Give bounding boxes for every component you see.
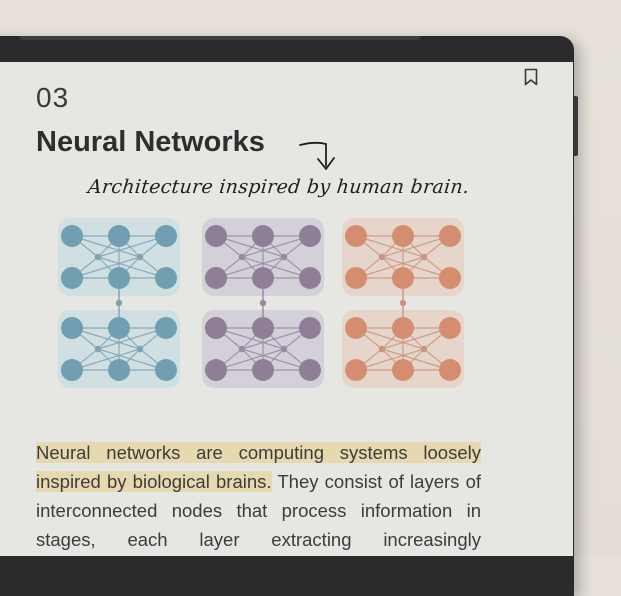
hidden-node [378, 253, 386, 261]
network-connection [381, 235, 451, 258]
hidden-node [420, 345, 428, 353]
hidden-node [94, 253, 102, 261]
hidden-node [136, 253, 144, 261]
network-node [392, 267, 414, 289]
section-title: Neural Networks [36, 126, 265, 158]
network-connection [241, 256, 311, 279]
network-node [345, 359, 367, 381]
device-top-edge [20, 36, 420, 40]
network-node [345, 225, 367, 247]
network-connection [241, 348, 311, 371]
network-node [252, 317, 274, 339]
network-node [205, 317, 227, 339]
highlighted-text: inspired by biological brains. [36, 471, 272, 492]
handwritten-annotation: Architecture inspired by human brain. [86, 176, 471, 198]
network-connection [71, 235, 141, 258]
network-node [392, 225, 414, 247]
link-node [259, 299, 267, 307]
hidden-node [94, 345, 102, 353]
network-node [108, 317, 130, 339]
network-node [61, 359, 83, 381]
hidden-node [378, 345, 386, 353]
network-node [439, 267, 461, 289]
link-node [399, 299, 407, 307]
network-node [252, 225, 274, 247]
hidden-node [136, 345, 144, 353]
bookmark-icon[interactable] [524, 68, 538, 86]
network-node [61, 317, 83, 339]
highlighted-text: Neural networks are computing systems lo… [36, 442, 481, 463]
network-node [61, 267, 83, 289]
network-node [439, 225, 461, 247]
network-node [108, 225, 130, 247]
network-connection [215, 235, 285, 258]
network-connection [381, 256, 451, 279]
network-node [345, 317, 367, 339]
network-node [299, 317, 321, 339]
network-node [299, 225, 321, 247]
network-connection [381, 348, 451, 371]
network-connection [71, 256, 141, 279]
network-node [155, 359, 177, 381]
network-node [155, 267, 177, 289]
network-node [155, 317, 177, 339]
network-connection [215, 256, 285, 279]
network-node [392, 359, 414, 381]
hidden-node [280, 345, 288, 353]
device-side-button[interactable] [574, 96, 578, 156]
network-connection [97, 327, 167, 350]
network-node [205, 267, 227, 289]
network-connection [355, 348, 425, 371]
network-connection [71, 327, 141, 350]
body-paragraph: Neural networks are computing systems lo… [36, 438, 481, 554]
hidden-node [238, 253, 246, 261]
network-connection [71, 348, 141, 371]
network-connection [241, 235, 311, 258]
network-connection [355, 327, 425, 350]
network-connection [355, 256, 425, 279]
network-connection [215, 348, 285, 371]
neural-network-diagram [58, 218, 464, 388]
network-node [205, 225, 227, 247]
body-text: They consist of layers of interconnected… [36, 471, 482, 550]
network-node [108, 267, 130, 289]
network-node [345, 267, 367, 289]
network-connection [97, 235, 167, 258]
network-connection [215, 327, 285, 350]
hidden-node [420, 253, 428, 261]
handwritten-arrow-icon [299, 142, 335, 170]
hidden-node [238, 345, 246, 353]
network-node [299, 267, 321, 289]
network-node [61, 225, 83, 247]
network-connection [381, 327, 451, 350]
link-node [115, 299, 123, 307]
network-connection [97, 348, 167, 371]
hidden-node [280, 253, 288, 261]
network-node [299, 359, 321, 381]
network-node [392, 317, 414, 339]
network-node [155, 225, 177, 247]
network-node [108, 359, 130, 381]
network-node [252, 267, 274, 289]
network-node [252, 359, 274, 381]
network-connection [355, 235, 425, 258]
network-connection [97, 256, 167, 279]
chapter-number: 03 [36, 82, 70, 113]
network-node [205, 359, 227, 381]
network-connection [241, 327, 311, 350]
network-node [439, 359, 461, 381]
network-node [439, 317, 461, 339]
